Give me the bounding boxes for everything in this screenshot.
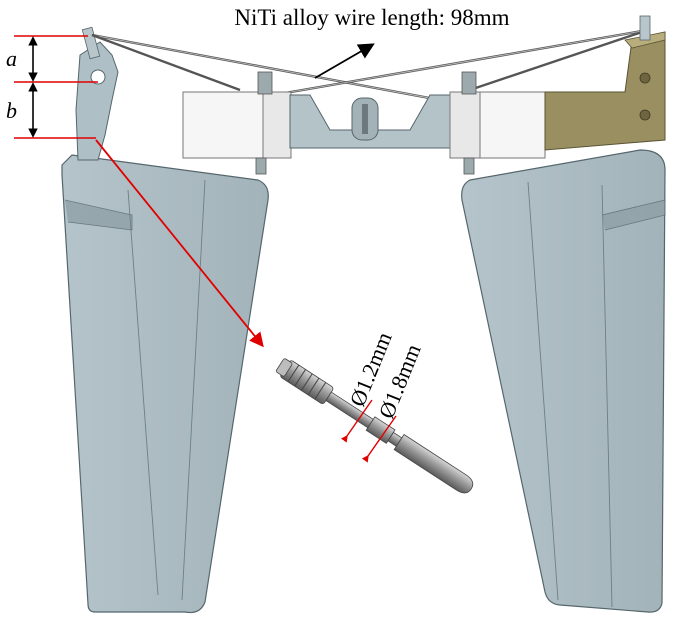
right-mount-block — [449, 71, 546, 175]
dia-small-leader — [340, 399, 373, 443]
left-lever — [75, 26, 119, 161]
dimension-annotations: a b — [6, 35, 98, 139]
dim-a-label: a — [6, 46, 17, 71]
left-fin — [61, 154, 269, 614]
wire-pointer-arrow — [314, 43, 375, 79]
right-bracket — [544, 15, 666, 151]
pin-detail-pointer — [95, 139, 264, 348]
niti-wires — [91, 28, 649, 102]
right-fin — [461, 149, 666, 613]
wire-length-label: NiTi alloy wire length: 98mm — [234, 5, 509, 30]
central-cradle — [289, 94, 451, 149]
dia-large-leader — [361, 415, 397, 463]
left-mount-block — [182, 71, 292, 175]
pin-detail — [275, 358, 474, 494]
dim-b-label: b — [6, 98, 17, 123]
